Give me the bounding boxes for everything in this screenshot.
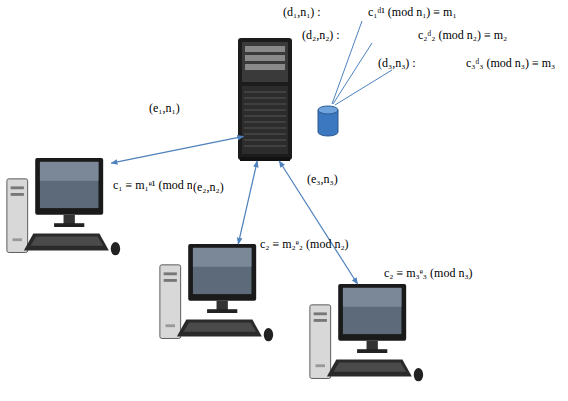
key-exchange-arrow [279,161,357,284]
key-pair-label: (d₂,n₂) : [302,28,340,42]
computer-node: c₂ ≡ m₂ᵉ₂ (mod n₂) [158,244,276,348]
encryption-formula: c₂ ≡ m₂ᵉ₂ (mod n₂) [260,237,349,251]
database-cylinder [318,106,338,136]
key-pair-label: (d₃,n₃) : [378,56,416,70]
computer-node: c₁ ≡ m₁ᵉ¹ (mod n₁) [5,158,123,262]
key-pair-label: (d₁,n₁) : [283,5,321,19]
public-key-label: (e₂,n₂) [192,180,225,194]
decryption-formula: c₁ᵈ¹ (mod n₁) ≡ m₁ [368,5,457,19]
decryption-formula: c₃ᵈ₃ (mod n₃) ≡ m₃ [466,56,555,70]
key-exchange-arrow [238,161,257,244]
encryption-formula: c₁ ≡ m₁ᵉ¹ (mod n₁) [113,178,201,192]
server-node [238,38,293,161]
computer-illustration [7,158,120,255]
decryption-formula: c₂ᵈ₂ (mod n₂) ≡ m₂ [418,28,507,42]
computer-node: c₂ ≡ m₃ᵉ₃ (mod n₃) [308,284,426,388]
key-exchange-arrow [111,136,243,163]
public-key-label: (e₁,n₁) [148,101,181,115]
computer-illustration [160,244,273,341]
computer-illustration [310,284,423,381]
public-key-label: (e₃,n₃) [306,172,339,186]
server-illustration [238,38,292,161]
encryption-formula: c₂ ≡ m₃ᵉ₃ (mod n₃) [384,266,473,280]
